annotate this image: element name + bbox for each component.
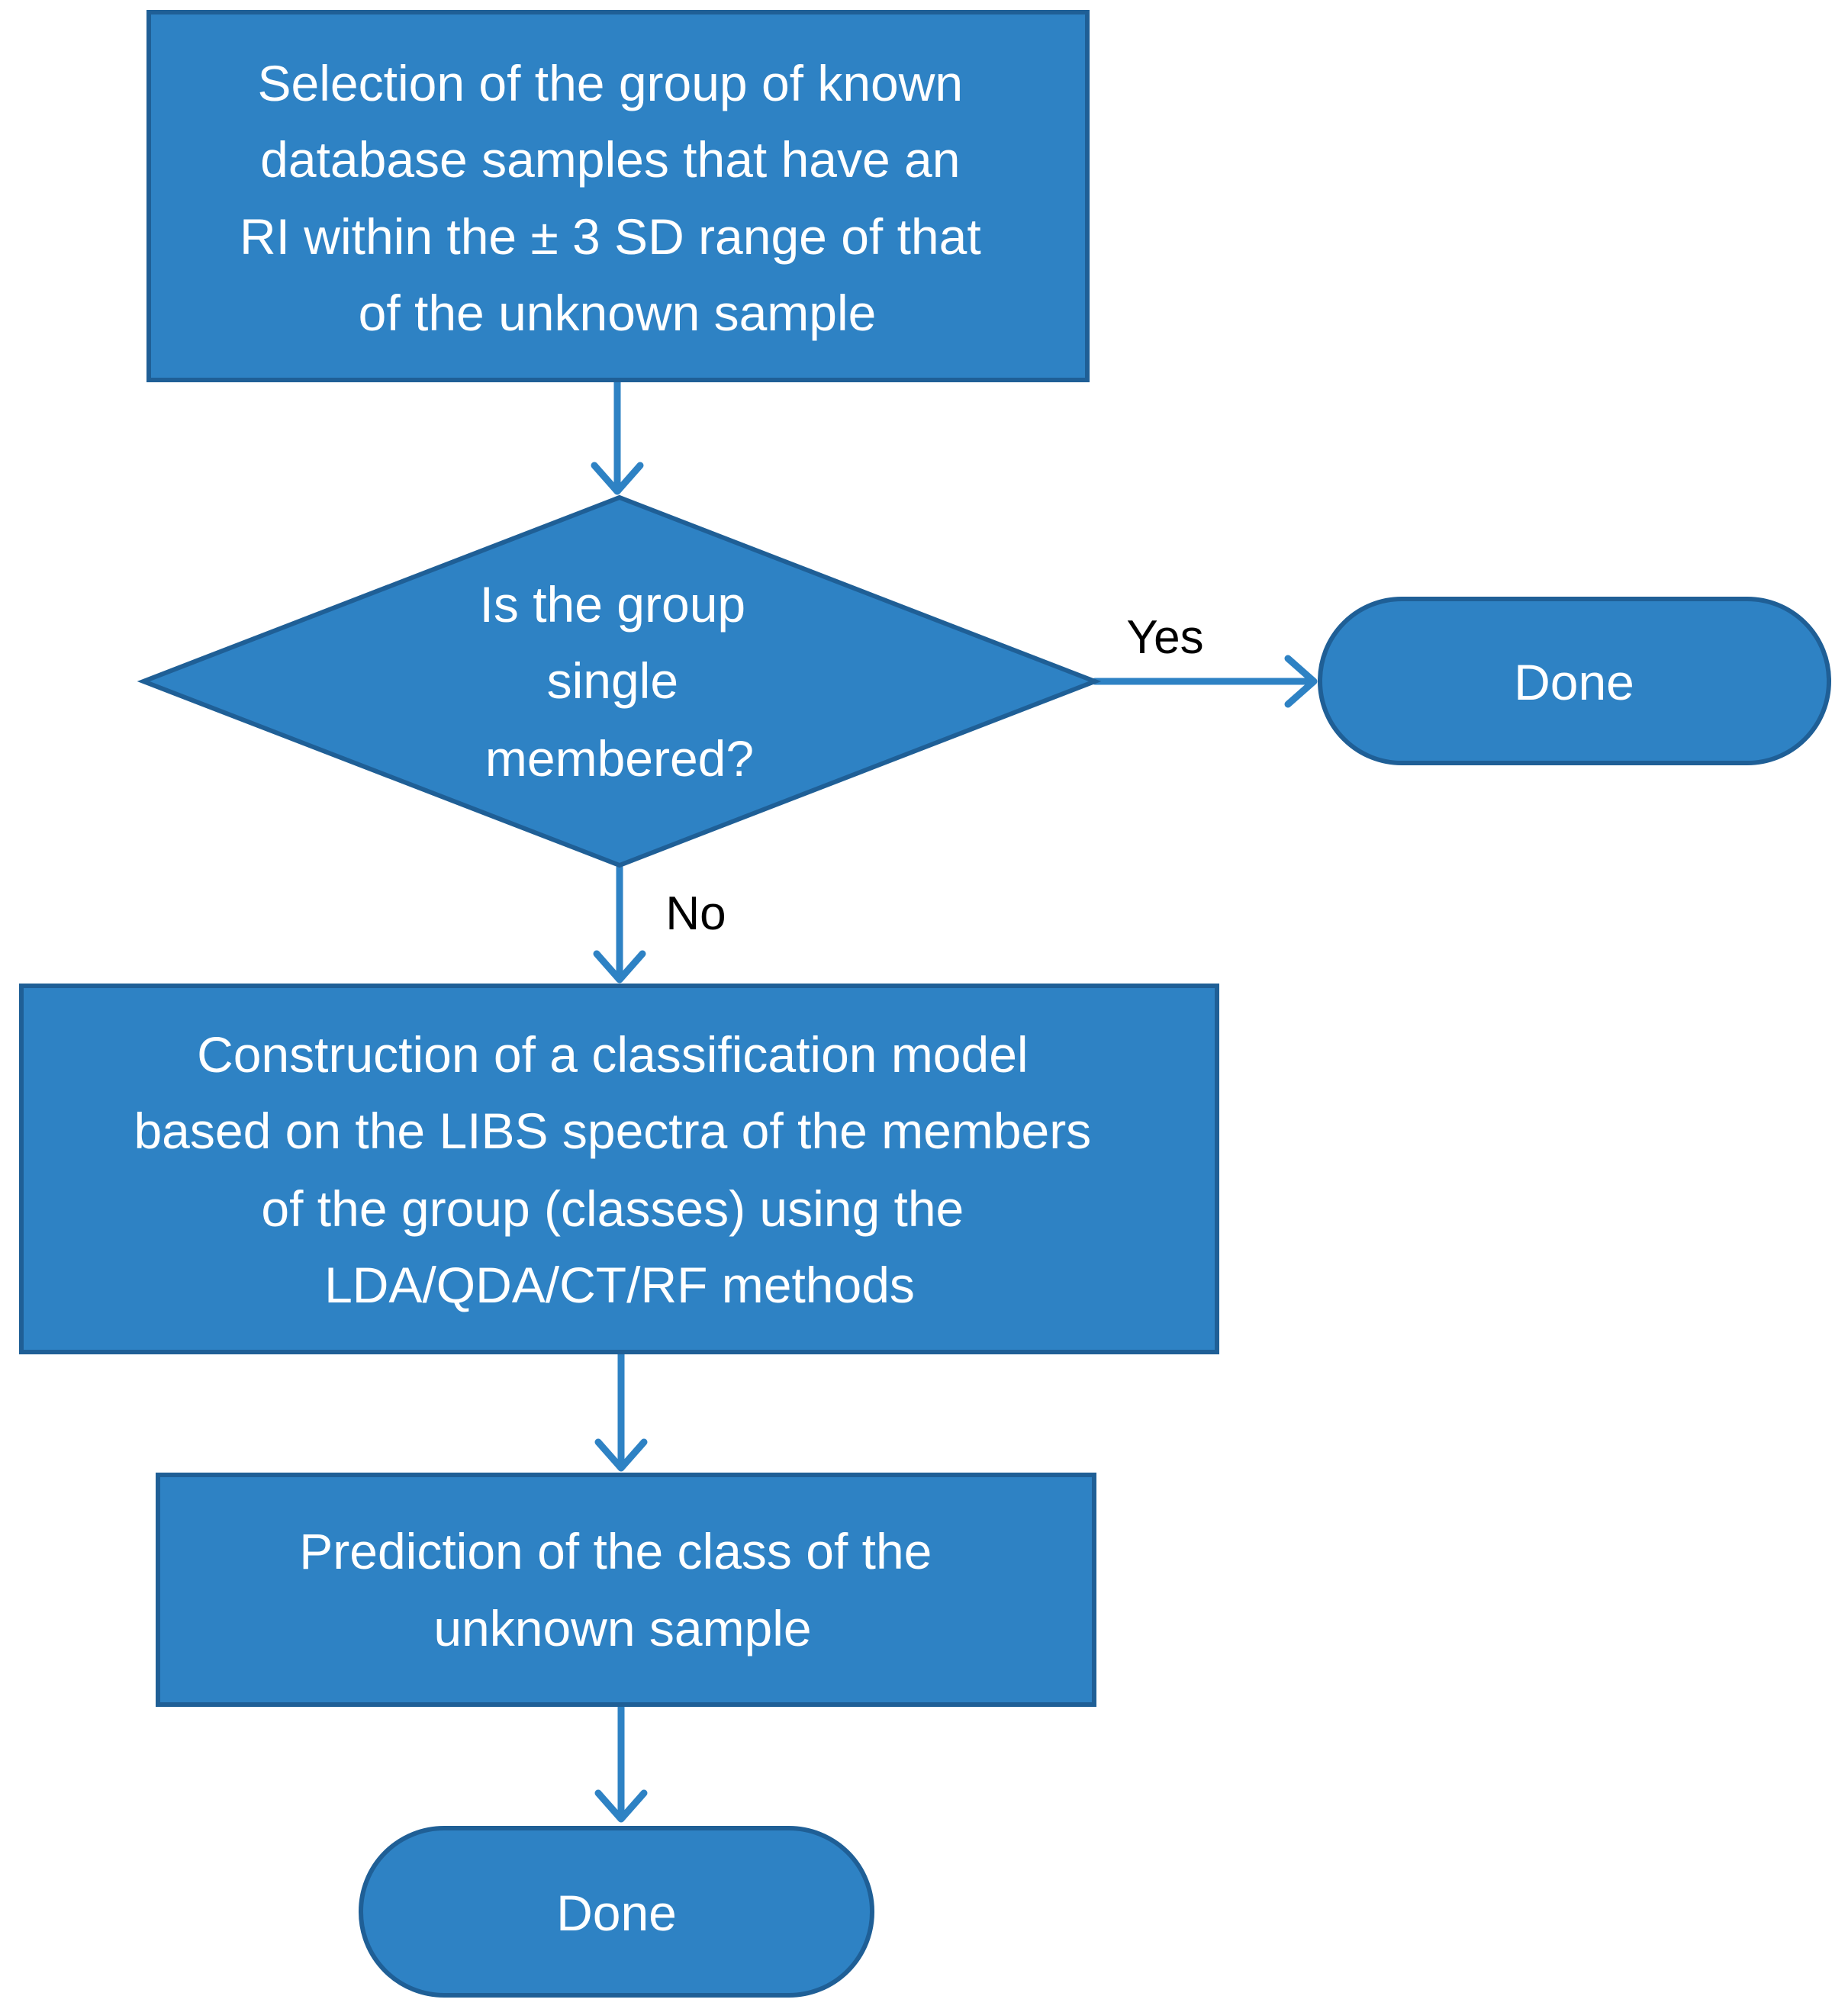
construction-line-2: based on the LIBS spectra of the members: [134, 1103, 1091, 1159]
done-final-text: Done: [556, 1885, 677, 1941]
construction-line-1: Construction of a classification model: [197, 1026, 1029, 1083]
done-yes-text: Done: [1514, 654, 1634, 710]
arrowhead-decision-to-construction: [593, 950, 646, 984]
decision-step: Is the group single membered?: [137, 494, 1102, 868]
done-final-line-1: Done: [556, 1885, 677, 1941]
done-yes-line-1: Done: [1514, 654, 1634, 710]
selection-line-4: of the unknown sample: [359, 285, 877, 341]
done-final-terminator: [359, 1826, 874, 1998]
construction-box: [19, 984, 1219, 1354]
selection-box: [146, 10, 1090, 382]
prediction-line-2: unknown sample: [433, 1600, 811, 1656]
decision-line-2: single: [547, 652, 678, 709]
selection-line-1: Selection of the group of known: [258, 55, 964, 111]
construction-text: Construction of a classification model b…: [134, 1026, 1105, 1313]
decision-text: Is the group single membered?: [480, 576, 760, 787]
construction-step: Construction of a classification model b…: [19, 984, 1219, 1354]
selection-line-3: RI within the ± 3 SD range of that: [240, 208, 981, 265]
done-yes-step: Done: [1318, 597, 1831, 765]
arrowhead-selection-to-decision: [591, 462, 644, 495]
done-yes-terminator: [1318, 597, 1831, 765]
decision-line-1: Is the group: [480, 576, 746, 633]
prediction-text: Prediction of the class of the unknown s…: [299, 1523, 945, 1656]
no-label: No: [665, 887, 726, 940]
construction-line-3: of the group (classes) using the: [261, 1180, 964, 1237]
selection-text: Selection of the group of known database…: [240, 55, 995, 341]
prediction-step: Prediction of the class of the unknown s…: [156, 1473, 1096, 1707]
selection-step: Selection of the group of known database…: [146, 10, 1090, 382]
done-final-step: Done: [359, 1826, 874, 1998]
decision-diamond: [137, 494, 1102, 868]
construction-line-4: LDA/QDA/CT/RF methods: [324, 1257, 915, 1313]
arrowhead-prediction-to-done: [594, 1789, 648, 1823]
selection-line-2: database samples that have an: [260, 131, 960, 188]
connectors: [591, 378, 1318, 1823]
prediction-line-1: Prediction of the class of the: [299, 1523, 932, 1579]
arrowhead-decision-to-done-yes: [1284, 655, 1318, 708]
arrowhead-construction-to-prediction: [594, 1438, 648, 1472]
decision-line-3: membered?: [485, 730, 754, 787]
prediction-box: [156, 1473, 1096, 1707]
yes-label: Yes: [1126, 611, 1203, 664]
